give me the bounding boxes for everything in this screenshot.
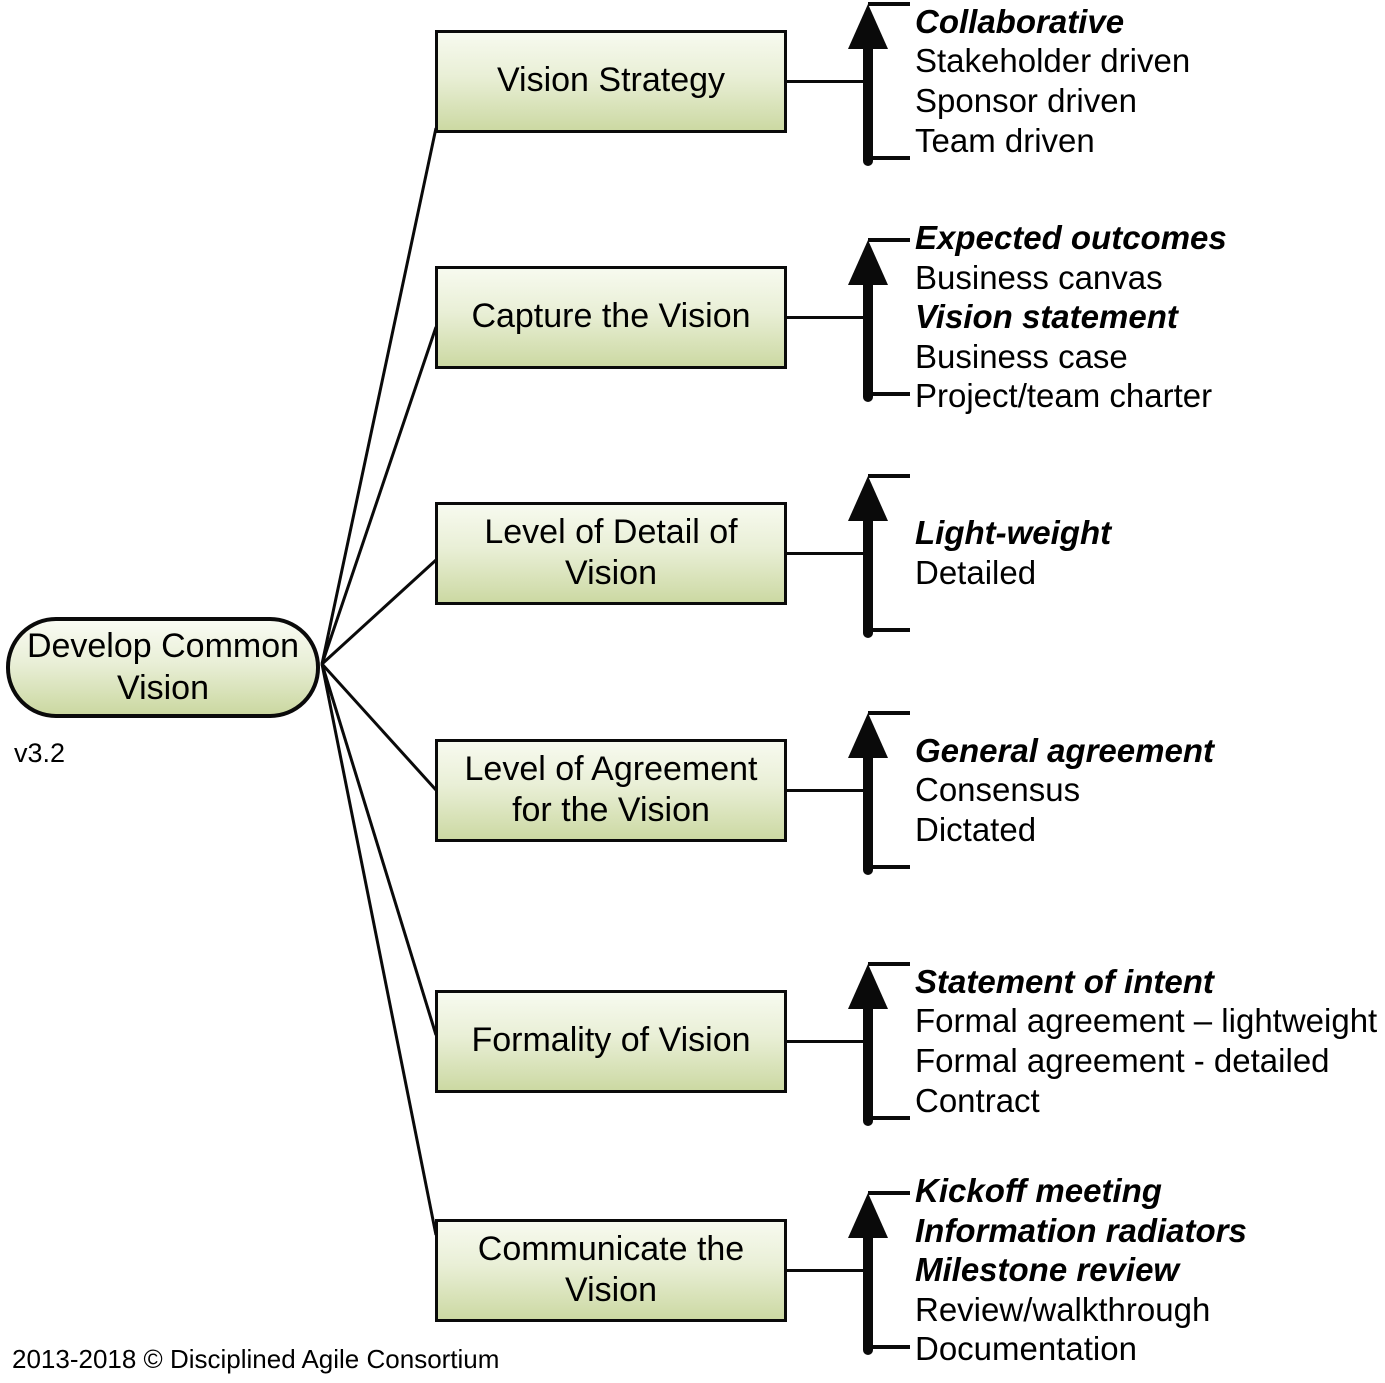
decision-point-box: Formality of Vision [435, 989, 787, 1093]
option-item: Contract [915, 1081, 1040, 1119]
connector-line [787, 1039, 865, 1043]
option-item: Milestone review [915, 1251, 1180, 1289]
option-item: Dictated [915, 810, 1037, 848]
copyright-text: 2013-2018 © Disciplined Agile Consortium [12, 1344, 500, 1374]
option-item: Project/team charter [915, 377, 1213, 415]
arrow-shaft [863, 990, 873, 1126]
decision-point-box: Communicate the Vision [435, 1218, 787, 1322]
option-item: Sponsor driven [915, 81, 1137, 119]
arrow-up-icon [848, 476, 888, 521]
decision-point-label: Level of Agreement for the Vision [464, 749, 758, 829]
option-item: Formal agreement - detailed [915, 1041, 1330, 1079]
bracket-top-tick [868, 238, 910, 242]
arrow-up-icon [848, 713, 888, 758]
decision-point-box: Level of Detail of Vision [435, 501, 787, 605]
decision-point-label: Vision Strategy [496, 61, 726, 100]
decision-point-label: Communicate the Vision [477, 1229, 745, 1309]
option-item: Vision statement [915, 298, 1178, 336]
bracket-top-tick [868, 711, 910, 715]
decision-point-box: Vision Strategy [435, 29, 787, 133]
connector-line [787, 1268, 865, 1272]
decision-point-box: Level of Agreement for the Vision [435, 738, 787, 842]
arrow-up-icon [848, 964, 888, 1009]
bracket-bottom-tick [863, 156, 910, 160]
option-item: General agreement [915, 731, 1214, 769]
options-priority-arrow [845, 238, 915, 402]
arrow-up-icon [848, 1193, 888, 1238]
connector-line [787, 551, 865, 555]
connector-line [787, 788, 865, 792]
option-item: Business canvas [915, 258, 1163, 296]
option-item: Information radiators [915, 1211, 1247, 1249]
version-label: v3.2 [14, 738, 66, 768]
option-item: Detailed [915, 553, 1037, 591]
bracket-bottom-tick [863, 628, 910, 632]
arrow-shaft [863, 1219, 873, 1355]
bracket-bottom-tick [863, 1345, 910, 1349]
option-item: Review/walkthrough [915, 1290, 1211, 1328]
bracket-bottom-tick [863, 1116, 910, 1120]
arrow-up-icon [848, 4, 888, 49]
option-item: Business case [915, 337, 1128, 375]
bracket-top-tick [868, 1191, 910, 1195]
arrow-up-icon [848, 240, 888, 285]
root-goal-node: Develop Common Vision [6, 617, 320, 718]
decision-point-label: Level of Detail of Vision [484, 512, 738, 592]
arrow-shaft [863, 30, 873, 166]
options-priority-arrow [845, 1191, 915, 1355]
option-item: Kickoff meeting [915, 1172, 1162, 1209]
option-item: Stakeholder driven [915, 42, 1191, 80]
option-item: Light-weight [915, 514, 1112, 552]
arrow-shaft [863, 502, 873, 638]
option-item: Consensus [915, 771, 1081, 809]
option-item: Expected outcomes [915, 219, 1227, 256]
connector-line [787, 315, 865, 319]
options-priority-arrow [845, 711, 915, 875]
bracket-bottom-tick [863, 865, 910, 869]
bracket-bottom-tick [863, 392, 910, 396]
option-item: Formal agreement – lightweight [915, 1002, 1378, 1040]
root-goal-label: Develop Common Vision [26, 627, 300, 707]
option-item: Statement of intent [915, 962, 1214, 1000]
decision-point-box: Capture the Vision [435, 265, 787, 369]
option-item: Team driven [915, 121, 1095, 159]
bracket-top-tick [868, 962, 910, 966]
decision-point-label: Capture the Vision [471, 297, 751, 336]
options-priority-arrow [845, 2, 915, 166]
arrow-shaft [863, 266, 873, 402]
options-priority-arrow [845, 962, 915, 1126]
option-item: Documentation [915, 1330, 1137, 1368]
options-priority-arrow [845, 474, 915, 638]
bracket-top-tick [868, 2, 910, 6]
connector-line [787, 79, 865, 83]
option-item: Collaborative [915, 2, 1125, 40]
decision-point-label: Formality of Vision [471, 1021, 751, 1060]
bracket-top-tick [868, 474, 910, 478]
arrow-shaft [863, 739, 873, 875]
